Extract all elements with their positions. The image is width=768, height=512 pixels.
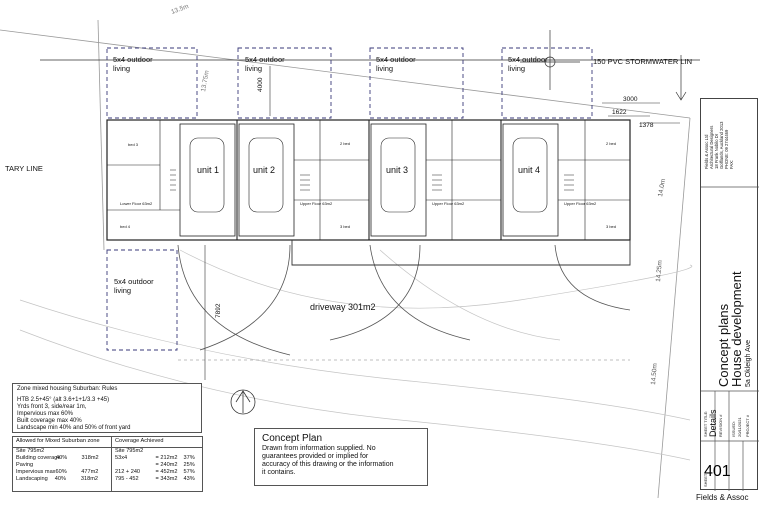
room-label: Upper Floor 63m2 — [564, 201, 597, 206]
dim-7892: 7892 — [215, 303, 222, 318]
dim-right-3: 14.50m — [650, 363, 659, 385]
outdoor-area-2 — [237, 47, 332, 119]
building-footprint — [106, 119, 631, 241]
contour-lines — [19, 249, 693, 461]
room-label: 2 bed — [606, 141, 616, 146]
zone-rules-box: Zone mixed housing Suburban: Rules HTB 2… — [12, 383, 202, 433]
concept-plan-line: it contains. — [262, 469, 296, 476]
firm-footer: Fields & Assoc — [696, 493, 749, 502]
dim-right-2: 14.25m — [655, 260, 664, 282]
dim-right-1: 14.0m — [657, 178, 667, 197]
outdoor-area-1 — [106, 47, 198, 119]
stormwater-line — [40, 30, 700, 101]
unit-3-label: unit 3 — [386, 165, 408, 175]
zone-rule-line: Landscape min 40% and 50% of front yard — [17, 425, 131, 431]
dim-1378: 1378 — [639, 122, 654, 129]
outdoor-label-2-line1: 5x4 outdoor — [245, 55, 285, 64]
sheet-title: Details — [708, 409, 718, 437]
outdoor-label-4-line1: 5x4 outdoor — [508, 55, 548, 64]
concept-plan-line: Drawn from information supplied. No — [262, 445, 376, 452]
room-label: bed 4 — [120, 224, 131, 229]
table-row: Site 795m2 — [115, 448, 144, 454]
concept-plan-title: Concept Plan — [262, 433, 323, 444]
concept-plan-line: guarantees provided or implied for — [262, 453, 369, 460]
room-label: Upper Floor 63m2 — [300, 201, 333, 206]
revision-label: REVISION # — [718, 414, 723, 437]
sheet-number: 401 — [704, 463, 731, 480]
outdoor-label-3-line2: living — [376, 64, 393, 73]
outdoor-area-3 — [369, 47, 464, 119]
title-block-grid — [701, 186, 759, 491]
driveway-curves — [177, 240, 631, 361]
dim-3000: 3000 — [623, 96, 638, 103]
site-boundary — [0, 19, 691, 499]
north-arrow-icon — [230, 389, 256, 415]
outdoor-area-4 — [501, 47, 593, 119]
outdoor-areas — [106, 47, 593, 351]
outdoor-label-5-line1: 5x4 outdoor — [114, 277, 154, 286]
unit-1-label: unit 1 — [197, 165, 219, 175]
zone-rules-title: Zone mixed housing Suburban: Rules — [17, 386, 118, 392]
unit-4-label: unit 4 — [518, 165, 540, 175]
dimension-lines — [204, 66, 680, 380]
outdoor-label-5-line2: living — [114, 286, 131, 295]
dim-top-boundary: 13.5m — [170, 3, 189, 16]
allowed-table-title: Allowed for Mixed Suburban zone — [13, 437, 111, 448]
driveway-label: driveway 301m2 — [310, 302, 376, 312]
outdoor-label-2-line2: living — [245, 64, 262, 73]
issued-date: 20/11/2021 — [737, 417, 742, 437]
concept-plan-line: accuracy of this drawing or the informat… — [262, 461, 394, 468]
firm-address: Fields & Assoc Ltd Architectural Designe… — [704, 121, 734, 170]
stormwater-label: 150 PVC STORMWATER LIN — [593, 57, 692, 66]
room-label: 3 bed — [340, 224, 350, 229]
room-label: 3 bed — [606, 224, 616, 229]
zone-rule-line: Built coverage max 40% — [17, 418, 82, 424]
coverage-achieved-table: Coverage Achieved Site 795m2 53x4= 212m2… — [111, 436, 203, 492]
allowed-coverage-table: Allowed for Mixed Suburban zone Site 795… — [12, 436, 112, 492]
zone-rule-line: Impervious max 60% — [17, 411, 74, 417]
project-title: Concept plans House development — [716, 271, 744, 387]
zone-rule-line: HTB 2.5+45° (alt 3.6+1+1/3.3 +45) — [17, 397, 110, 403]
concept-plan-note: Concept Plan Drawn from information supp… — [254, 428, 428, 486]
project-address: 5a Okleigh Ave — [745, 340, 752, 387]
outdoor-label-3-line1: 5x4 outdoor — [376, 55, 416, 64]
issued-label: ISSUED: — [731, 420, 736, 437]
room-label: Lower Floor 63m2 — [120, 201, 153, 206]
dim-4000: 4000 — [257, 77, 264, 92]
unit-2-label: unit 2 — [253, 165, 275, 175]
room-label: Upper Floor 63m2 — [432, 201, 465, 206]
dim-left-boundary: 13.75m — [200, 70, 211, 93]
outdoor-label-4-line2: living — [508, 64, 525, 73]
zone-rule-line: Yrds front 3, side/rear 1m, — [17, 404, 87, 410]
room-label: 2 bed — [340, 141, 350, 146]
achieved-table-title: Coverage Achieved — [112, 437, 202, 448]
project-number-label: PROJECT # — [745, 415, 750, 437]
table-row: Paving — [16, 462, 34, 468]
dim-1622: 1622 — [612, 109, 627, 116]
boundary-line-label: TARY LINE — [5, 164, 43, 173]
table-row: Site 795m2 — [16, 448, 45, 454]
outdoor-label-1-line2: living — [113, 64, 130, 73]
outdoor-area-5 — [106, 249, 178, 351]
room-label: bed 3 — [128, 142, 139, 147]
title-block: Fields & Assoc Ltd Architectural Designe… — [700, 98, 759, 491]
outdoor-label-1-line1: 5x4 outdoor — [113, 55, 153, 64]
